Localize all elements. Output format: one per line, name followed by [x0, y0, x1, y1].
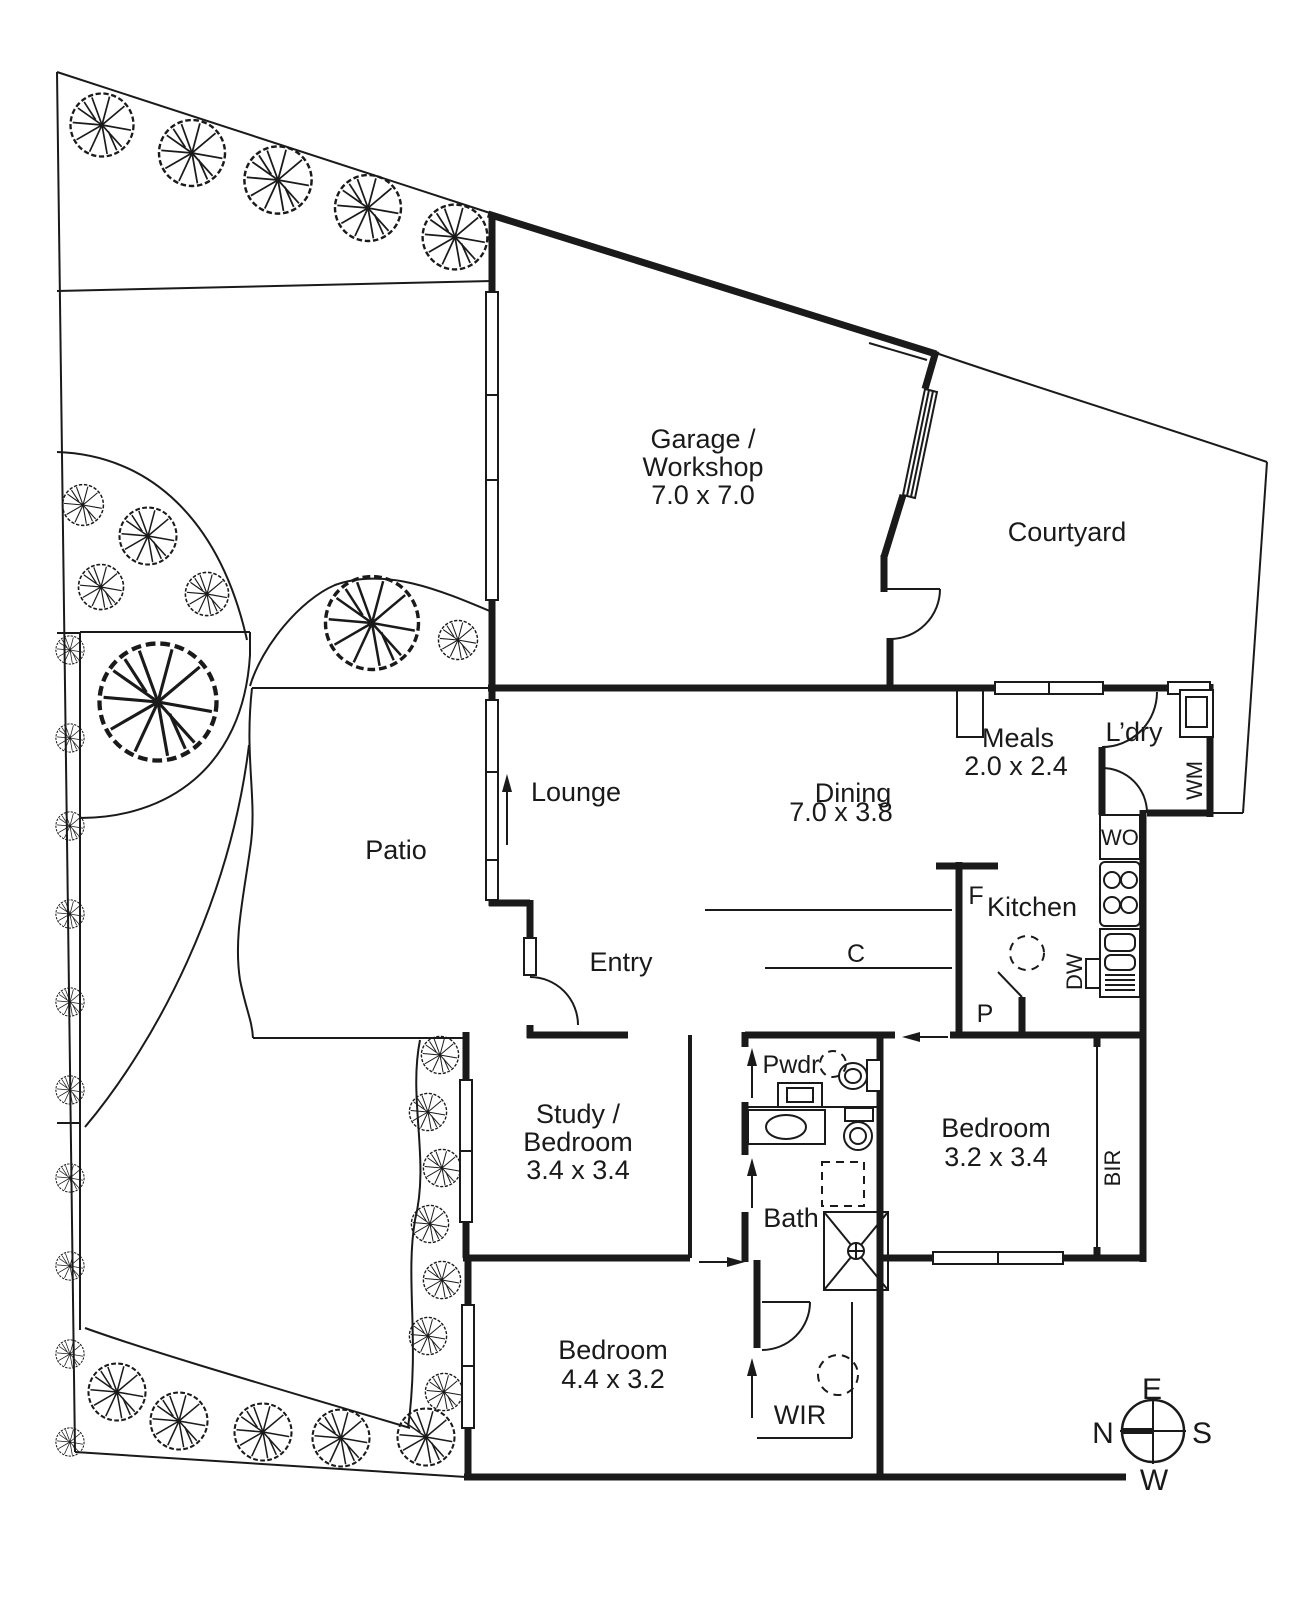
- compass: E N S W: [1092, 1373, 1212, 1497]
- compass-bottom: W: [1140, 1464, 1169, 1497]
- garden-beds: [56, 451, 493, 1429]
- meals-north-window: [994, 681, 1104, 695]
- powder-label: Pwdr: [763, 1051, 820, 1079]
- entry-label: Entry: [589, 947, 653, 977]
- bir-label: BIR: [1100, 1150, 1125, 1187]
- courtyard-label: Courtyard: [1008, 517, 1127, 547]
- fridge-label: F: [968, 882, 983, 910]
- dishwasher: [1085, 958, 1101, 989]
- lounge-label: Lounge: [531, 777, 621, 807]
- entry-direction-arrows: [502, 774, 948, 1418]
- compass-left: N: [1092, 1417, 1114, 1450]
- garage-label-line1: Garage /: [650, 424, 756, 454]
- shower: [823, 1211, 889, 1291]
- study-west-window: [459, 1079, 473, 1223]
- washing-machine-label: WM: [1182, 761, 1207, 800]
- wall-oven-label: WO: [1101, 825, 1139, 850]
- powder-fixtures: [777, 1050, 882, 1108]
- patio-outline: [236, 687, 490, 1039]
- fixture-labels: WM WO DW F P C: [847, 761, 1207, 1028]
- lounge-dining-dims: 7.0 x 3.8: [789, 797, 893, 827]
- study-label-line2: Bedroom: [523, 1127, 633, 1157]
- bath-toilet-bowl: [843, 1121, 873, 1151]
- compass-right: S: [1192, 1417, 1212, 1450]
- bath-dashed-square: [821, 1161, 865, 1207]
- laundry-south-door-arc: [1101, 767, 1148, 814]
- powder-vanity: [777, 1082, 823, 1108]
- bath-label: Bath: [763, 1203, 819, 1233]
- powder-dashed-circle: [819, 1050, 847, 1078]
- courtyard-door-arc: [889, 588, 941, 640]
- dining-label: Dining: [815, 778, 892, 808]
- garage-dims: 7.0 x 7.0: [651, 480, 755, 510]
- kitchen-dashed-circle: [1009, 935, 1045, 971]
- bedroom2-label: Bedroom: [941, 1113, 1051, 1143]
- patio-label: Patio: [365, 835, 427, 865]
- study-label-line1: Study /: [536, 1099, 621, 1129]
- meals-dims: 2.0 x 2.4: [964, 751, 1068, 781]
- entry-door-arc: [529, 976, 579, 1026]
- bath-fixtures: [747, 1107, 889, 1291]
- site-boundary: [56, 71, 1268, 1478]
- bedroom1-label: Bedroom: [558, 1335, 668, 1365]
- laundry-north-door-arc: [1101, 691, 1158, 748]
- wir-label: WIR: [774, 1400, 826, 1430]
- bedroom1-west-window: [461, 1304, 475, 1429]
- bedroom1-dims: 4.4 x 3.2: [561, 1364, 665, 1394]
- dishwasher-label: DW: [1062, 953, 1087, 990]
- meals-label: Meals: [982, 723, 1054, 753]
- trees: [55, 92, 489, 1468]
- cooktop: [1099, 861, 1141, 927]
- kitchen-label: Kitchen: [987, 892, 1077, 922]
- garage-west-window: [485, 291, 499, 601]
- room-labels: Garage / Workshop 7.0 x 7.0 Courtyard Me…: [365, 424, 1163, 1430]
- bath-toilet-tank: [844, 1107, 874, 1122]
- laundry-label: L’dry: [1105, 717, 1163, 747]
- door-swing-arcs: [529, 588, 1158, 1351]
- wir-dashed-circle: [817, 1354, 859, 1396]
- powder-toilet-bowl: [838, 1062, 868, 1090]
- laundry-fixtures: [1179, 689, 1214, 738]
- lounge-west-window: [485, 699, 499, 901]
- wir-door-arc: [761, 1301, 811, 1351]
- compass-top: E: [1142, 1373, 1162, 1406]
- bedroom2-south-window: [932, 1251, 1064, 1265]
- garage-door-panel: [901, 387, 939, 500]
- garage-label-line2: Workshop: [642, 452, 763, 482]
- study-dims: 3.4 x 3.4: [526, 1155, 630, 1185]
- windows: [459, 291, 1211, 1429]
- entry-sidelight-window: [523, 937, 537, 976]
- cupboard-label: C: [847, 940, 865, 968]
- bedroom2-dims: 3.2 x 3.4: [944, 1142, 1048, 1172]
- wall-oven: [1099, 814, 1141, 860]
- kitchen-fixtures: [1009, 814, 1141, 998]
- pantry-label: P: [977, 1000, 994, 1028]
- powder-toilet-tank: [866, 1059, 882, 1092]
